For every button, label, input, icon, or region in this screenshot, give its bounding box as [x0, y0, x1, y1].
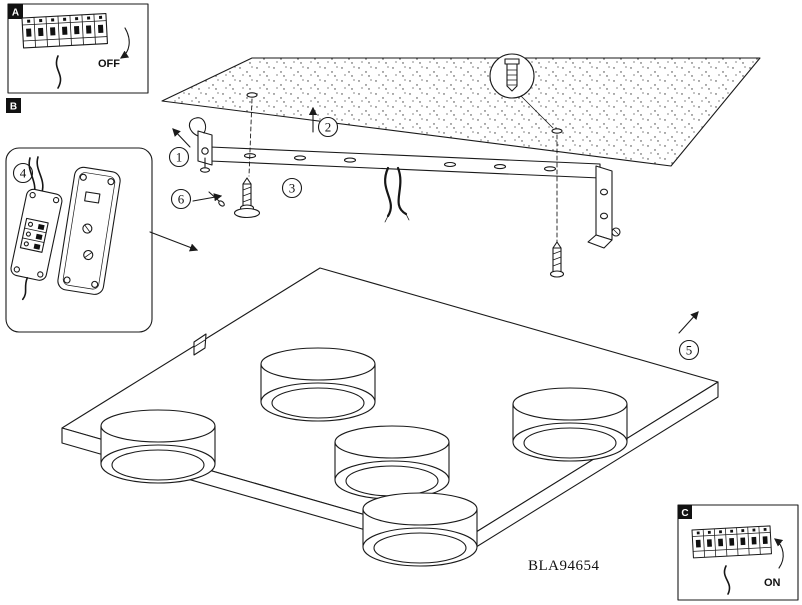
step-1-number: 1	[176, 150, 183, 165]
lamp-head	[334, 425, 450, 500]
step-1: 1	[168, 128, 191, 168]
wall-plug-detail	[489, 53, 554, 129]
step-6-number: 6	[178, 192, 185, 207]
switch-off-arrow	[119, 27, 130, 59]
step-2: 2	[308, 106, 339, 138]
ceiling-hole-left	[246, 92, 258, 98]
fixing-screw-left	[233, 98, 261, 219]
keyhole-slot	[193, 333, 207, 356]
inset-c-label: C	[681, 508, 688, 519]
bracket-end-tab	[587, 165, 621, 249]
inset-c: C ON	[677, 504, 799, 601]
step-6-badge	[170, 188, 192, 210]
bracket-hook-tab	[188, 117, 213, 173]
step-6: 6	[170, 188, 223, 210]
fixing-screw-right	[549, 134, 565, 278]
step-5-badge	[678, 339, 700, 361]
on-label: ON	[764, 577, 781, 589]
breaker-panel-c	[691, 525, 772, 559]
junction-wire	[36, 156, 44, 193]
switch-on-arrow	[774, 538, 784, 569]
step-1-badge	[168, 146, 190, 168]
ceiling-hole-right	[551, 128, 563, 134]
mounting-bracket	[188, 117, 621, 249]
step-4: 4	[12, 162, 34, 184]
lamp-head	[100, 409, 216, 484]
inset-b: B 4	[5, 98, 199, 333]
off-label: OFF	[98, 58, 120, 70]
mains-wire	[396, 166, 408, 216]
ceiling-surface	[161, 57, 761, 167]
step-2-badge	[317, 116, 339, 138]
inset-a: A OFF	[7, 3, 149, 94]
bracket-screw-small	[208, 191, 225, 207]
terminal-plate	[10, 188, 63, 301]
step-4-number: 4	[20, 166, 27, 181]
model-number: BLA94654	[528, 558, 600, 574]
cover-plate	[57, 166, 121, 295]
inset-b-corner	[6, 98, 21, 113]
mains-wire	[384, 166, 392, 218]
inset-a-label: A	[12, 8, 19, 19]
step-4-badge	[12, 162, 34, 184]
lamp-head	[512, 387, 628, 462]
detail-callout-arrow	[149, 231, 199, 252]
inset-a-corner	[8, 4, 23, 19]
step-3-badge	[281, 177, 303, 199]
breaker-panel-a	[21, 13, 109, 49]
panel-wire	[723, 565, 731, 595]
inset-b-label: B	[10, 102, 17, 113]
step-5: 5	[678, 311, 700, 361]
lamp-head	[362, 492, 478, 567]
step-3: 3	[281, 177, 303, 199]
inset-c-corner	[678, 505, 692, 519]
step-3-number: 3	[289, 181, 296, 196]
panel-wire	[55, 55, 62, 89]
step-2-number: 2	[325, 120, 332, 135]
lamp-head	[260, 347, 376, 422]
step-5-number: 5	[686, 343, 693, 358]
